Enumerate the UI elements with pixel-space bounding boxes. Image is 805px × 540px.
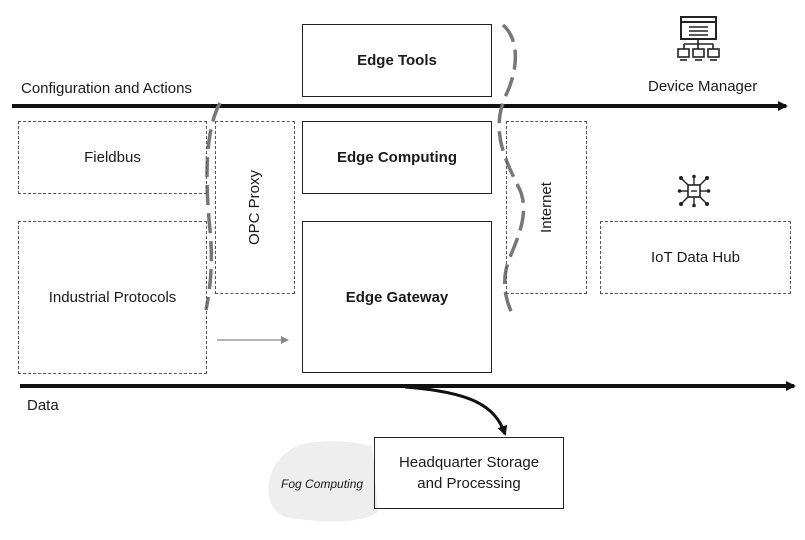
industrial-protocols-label: Industrial Protocols xyxy=(48,289,177,306)
iot-data-hub-label: IoT Data Hub xyxy=(651,249,740,266)
device-manager-label: Device Manager xyxy=(648,78,758,95)
iot-hub-icon xyxy=(677,174,711,208)
right-boundary-curve xyxy=(497,23,526,319)
edge-tools-label: Edge Tools xyxy=(357,52,437,69)
opc-proxy-label: OPC Proxy xyxy=(246,169,264,246)
headquarter-label-line2: and Processing xyxy=(417,475,521,492)
iot-data-hub-box: IoT Data Hub xyxy=(600,221,791,294)
fieldbus-label: Fieldbus xyxy=(84,149,141,166)
edge-gateway-label: Edge Gateway xyxy=(345,288,449,306)
headquarter-arrow xyxy=(404,385,508,436)
opc-proxy-box: OPC Proxy xyxy=(215,121,295,294)
headquarter-box: Headquarter Storage and Processing xyxy=(374,437,564,509)
internet-label: Internet xyxy=(538,182,555,233)
edge-computing-box: Edge Computing xyxy=(302,121,492,194)
edge-tools-box: Edge Tools xyxy=(302,24,492,97)
fog-computing-cloud xyxy=(268,441,378,522)
fog-computing-label: Fog Computing xyxy=(281,477,364,491)
network-devices-icon xyxy=(677,16,720,61)
internet-box: Internet xyxy=(506,121,587,294)
config-flow-label: Configuration and Actions xyxy=(21,80,192,97)
industrial-protocols-box: Industrial Protocols xyxy=(18,221,207,374)
edge-gateway-box: Edge Gateway xyxy=(302,221,492,373)
fieldbus-box: Fieldbus xyxy=(18,121,207,194)
data-flow-label: Data xyxy=(27,397,59,414)
edge-computing-label: Edge Computing xyxy=(337,149,457,166)
left-boundary-curve xyxy=(204,102,222,311)
headquarter-label-line1: Headquarter Storage xyxy=(398,454,540,471)
